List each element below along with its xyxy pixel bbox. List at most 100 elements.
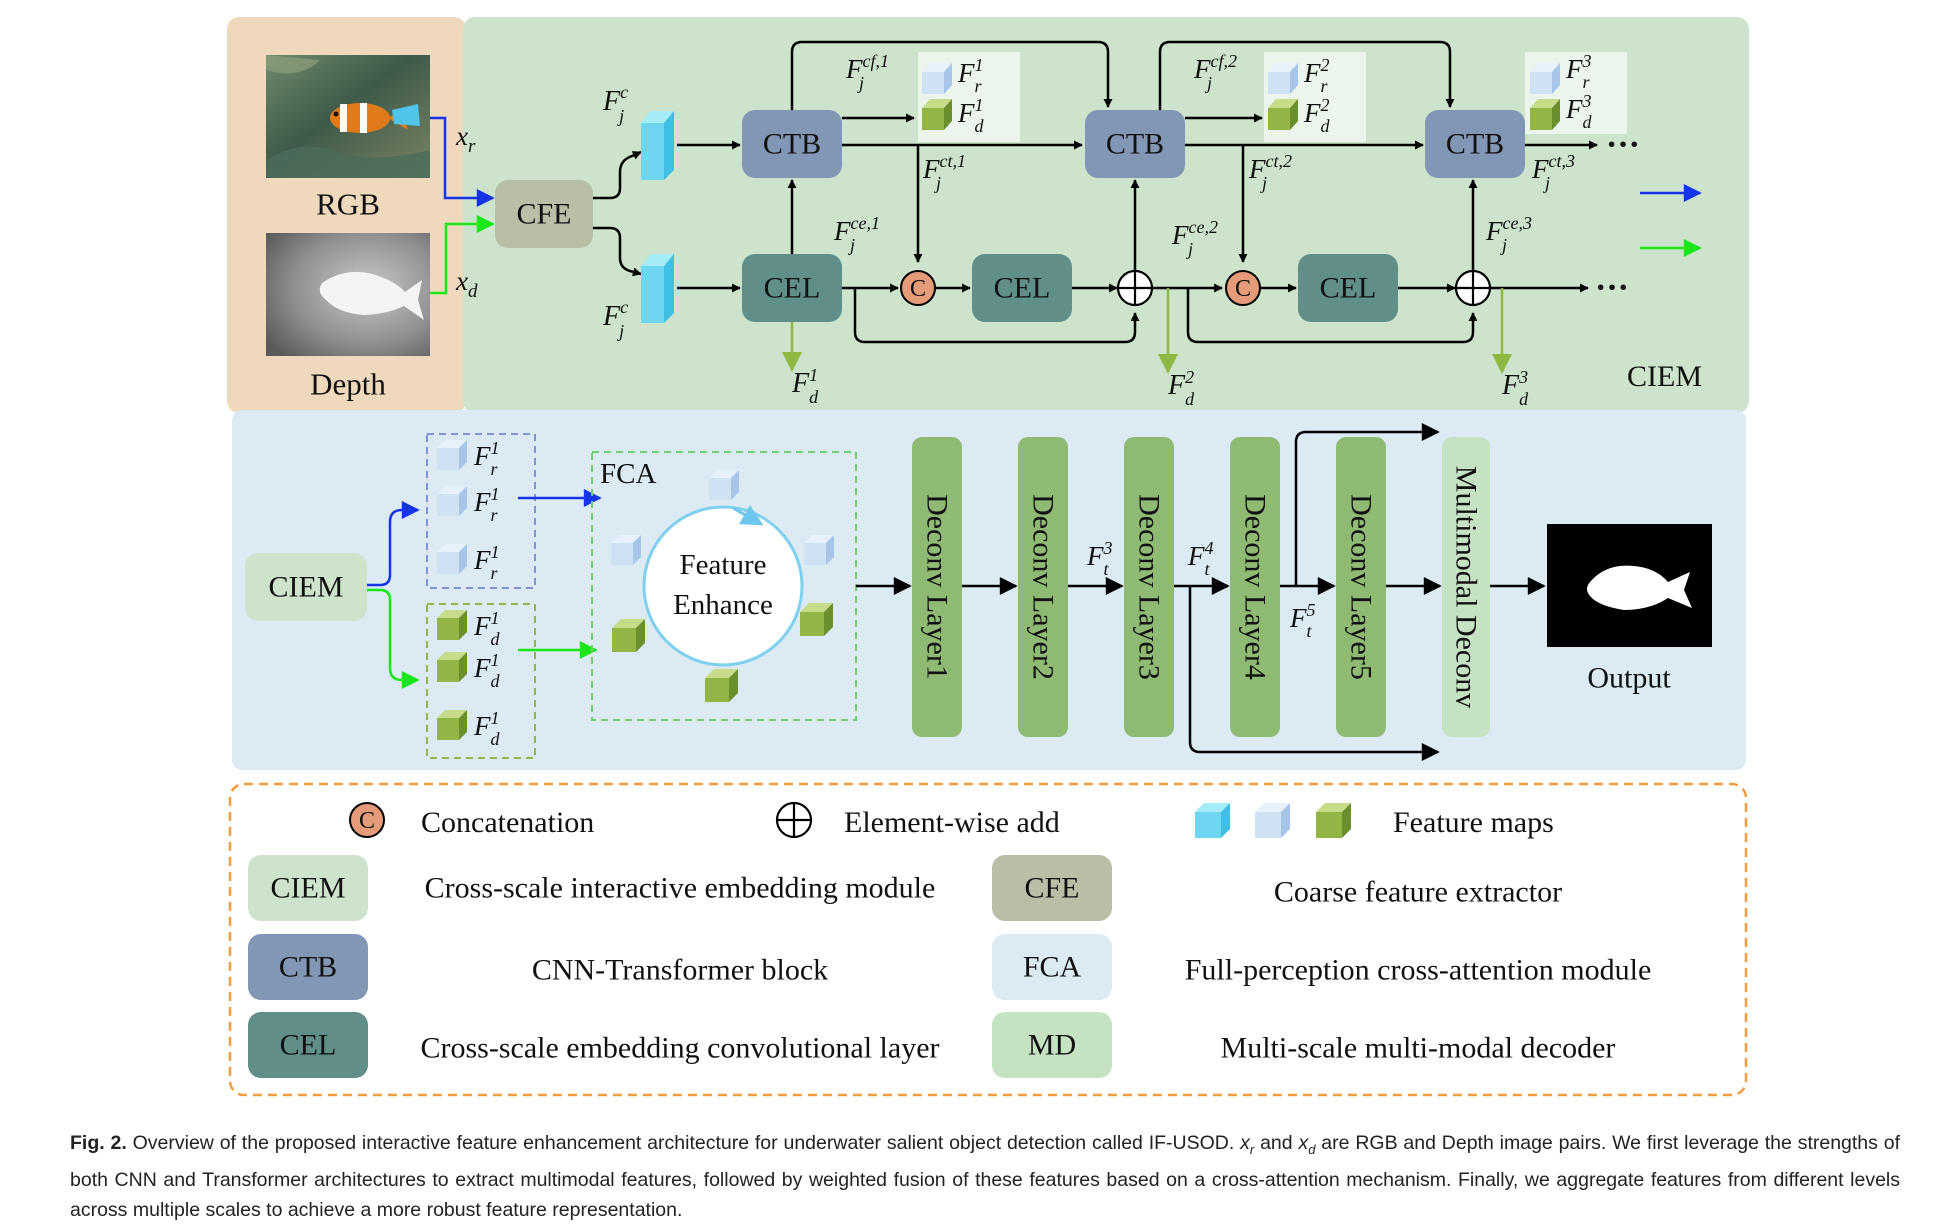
cfe-label: CFE — [516, 198, 571, 231]
caption-and: and — [1254, 1132, 1299, 1154]
legend-cfe-label: CFE — [1024, 872, 1079, 905]
deconv-layer-3: Deconv Layer3 — [1124, 437, 1174, 737]
output-label: Output — [1587, 662, 1671, 695]
cel-label-1: CEL — [764, 272, 821, 305]
caption-text-1: Overview of the proposed interactive fea… — [126, 1132, 1241, 1154]
svg-text:Deconv Layer4: Deconv Layer4 — [1239, 494, 1272, 680]
legend-ctb-swatch — [248, 934, 368, 1000]
ciem-block-label: CIEM — [269, 571, 344, 604]
legend-concat-icon: C — [349, 802, 385, 838]
ctb-label-2: CTB — [1106, 128, 1164, 161]
depth-feature-cubes — [437, 610, 467, 740]
figure-caption: Fig. 2. Overview of the proposed interac… — [70, 1128, 1900, 1225]
legend-md-label: MD — [1028, 1029, 1076, 1062]
legend-ciem-desc: Cross-scale interactive embedding module — [425, 872, 936, 905]
svg-text:Deconv Layer5: Deconv Layer5 — [1345, 494, 1378, 680]
feature-enhance-circle — [642, 505, 804, 667]
concat-symbol-2: C — [1235, 276, 1251, 302]
legend-box — [228, 782, 1748, 1097]
depth-features-group — [426, 603, 536, 759]
add-node-1 — [1116, 269, 1154, 307]
xr-label: xr — [455, 121, 476, 157]
legend-cfe-swatch — [992, 855, 1112, 921]
ciem-block — [245, 553, 367, 621]
ctb-label-1: CTB — [763, 128, 821, 161]
legend-ciem-label: CIEM — [271, 872, 346, 905]
xd-label: xd — [455, 266, 478, 302]
legend-cel-swatch — [248, 1012, 368, 1078]
fca-cube-green-right — [800, 603, 833, 636]
depth-label: Depth — [310, 367, 386, 402]
legend-cfe-desc: Coarse feature extractor — [1274, 876, 1562, 909]
cel-label-3: CEL — [1320, 272, 1377, 305]
cel-block-2 — [972, 254, 1072, 322]
caption-label: Fig. 2. — [70, 1132, 127, 1154]
legend-ciem-swatch — [248, 855, 368, 921]
multimodal-deconv: Multimodal Deconv — [1442, 437, 1490, 737]
cel-block-3 — [1298, 254, 1398, 322]
fca-cube-green-left — [612, 619, 645, 652]
concat-symbol-1: C — [910, 276, 926, 302]
cfe-block — [495, 180, 593, 248]
fca-cube-top — [709, 470, 739, 500]
deconv-layer-2: Deconv Layer2 — [1018, 437, 1068, 737]
svg-text:Deconv Layer2: Deconv Layer2 — [1027, 494, 1060, 680]
fca-cube-right — [804, 535, 834, 565]
continuation-dots-bottom: ··· — [1595, 270, 1629, 307]
legend-fca-desc: Full-perception cross-attention module — [1185, 954, 1652, 987]
rgb-image — [266, 55, 430, 178]
rgb-label: RGB — [316, 187, 380, 222]
cel-label-2: CEL — [994, 272, 1051, 305]
output-mask — [1547, 524, 1712, 647]
feature-enhance-label-2: Enhance — [673, 589, 773, 621]
legend-ctb-desc: CNN-Transformer block — [532, 954, 828, 987]
rgb-features-group — [426, 433, 536, 589]
add-node-2 — [1454, 269, 1492, 307]
caption-text-2: are RGB and Depth image pairs. We first … — [70, 1132, 1901, 1221]
legend-add-icon — [775, 801, 813, 839]
caption-xr: xr — [1240, 1132, 1255, 1157]
ctb-block-1 — [742, 110, 842, 178]
svg-text:Deconv Layer3: Deconv Layer3 — [1133, 494, 1166, 680]
legend-cel-label: CEL — [280, 1029, 337, 1062]
legend-md-desc: Multi-scale multi-modal decoder — [1221, 1032, 1616, 1065]
deconv-layer-5: Deconv Layer5 — [1336, 437, 1386, 737]
feature-cube-cyan — [641, 111, 674, 180]
fca-title: FCA — [600, 458, 656, 490]
ctb-block-2 — [1085, 110, 1185, 178]
svg-text:Multimodal Deconv: Multimodal Deconv — [1450, 466, 1483, 708]
ctb-label-3: CTB — [1446, 128, 1504, 161]
ctb-block-3 — [1425, 110, 1525, 178]
feature-pair-3 — [1525, 52, 1627, 134]
legend-fca-label: FCA — [1023, 951, 1082, 984]
legend-concatenation: Concatenation — [421, 806, 594, 839]
legend-fca-swatch — [992, 934, 1112, 1000]
fca-cube-green-bottom — [705, 669, 738, 702]
feature-pair-1 — [918, 52, 1020, 142]
